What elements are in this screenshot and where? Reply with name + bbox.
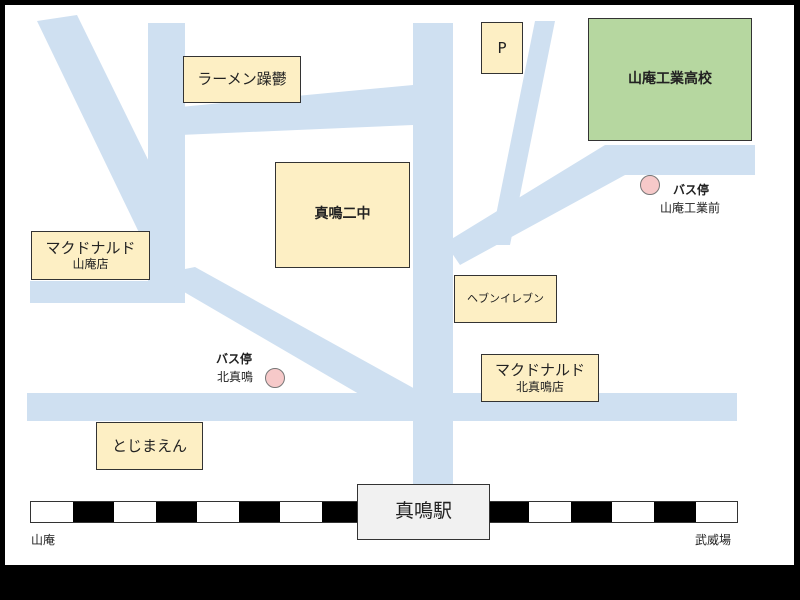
station-label: 真鳴駅 (394, 500, 452, 523)
rail-segment (72, 502, 115, 522)
school-label: 山庵工業高校 (628, 70, 712, 87)
manaki-station[interactable]: 真鳴駅 (357, 484, 490, 540)
rail-segment (529, 502, 571, 522)
rail-segment (155, 502, 198, 522)
heaven-eleven-label: ヘブンイレブン (467, 292, 544, 306)
mcdonalds-yamaan[interactable]: マクドナルド 山庵店 (31, 231, 150, 280)
parking-lot[interactable]: P (481, 22, 523, 74)
rail-segment (197, 502, 239, 522)
heaven-eleven[interactable]: ヘブンイレブン (454, 275, 557, 323)
mcd-kitamana-name: マクドナルド (494, 361, 585, 380)
rail-segment (31, 502, 73, 522)
rail-segment (612, 502, 654, 522)
rail-segment (321, 502, 364, 522)
rail-segment (280, 502, 322, 522)
map-canvas: ラーメン躁鬱 P 山庵工業高校 真鳴二中 マクドナルド 山庵店 ヘブンイレブン … (5, 5, 794, 565)
bus-stop-kitamana-marker[interactable] (265, 368, 285, 388)
road-diagonal-station (155, 267, 435, 415)
mcdonalds-kitamana[interactable]: マクドナルド 北真鳴店 (481, 354, 599, 402)
road-network (27, 15, 755, 493)
mcd-yamaan-branch: 山庵店 (72, 257, 109, 272)
rail-segment (653, 502, 696, 522)
rail-segment (570, 502, 613, 522)
road-school-branch (445, 145, 755, 265)
road-horizontal-south (27, 393, 737, 421)
rail-segment (487, 502, 530, 522)
todjimaen-label: とじまえん (111, 436, 187, 455)
manaki-junior-high[interactable]: 真鳴二中 (275, 162, 410, 268)
rail-segment (238, 502, 281, 522)
bus-stop-yamaan-heading: バス停 (673, 183, 710, 197)
ramen-shop[interactable]: ラーメン躁鬱 (183, 56, 301, 103)
road-left-vertical (148, 23, 185, 298)
ramen-shop-label: ラーメン躁鬱 (197, 70, 287, 89)
bus-stop-yamaan-name: 山庵工業前 (660, 201, 721, 215)
road-central-vertical (413, 23, 453, 493)
junior-high-label: 真鳴二中 (314, 206, 371, 223)
road-diagonal-right (490, 21, 555, 245)
parking-label: P (497, 38, 507, 57)
todjimaen[interactable]: とじまえん (96, 422, 203, 470)
rail-segment (695, 502, 738, 522)
road-ramen-branch (180, 85, 413, 135)
mcd-kitamana-branch: 北真鳴店 (515, 379, 564, 394)
mcd-yamaan-name: マクドナルド (45, 238, 136, 257)
bus-stop-yamaan-marker[interactable] (640, 175, 660, 195)
bus-stop-kitamana-name: 北真鳴 (217, 370, 254, 384)
rail-segment (114, 502, 156, 522)
rail-destination-right: 武威場 (695, 533, 732, 547)
yamaan-technical-high-school[interactable]: 山庵工業高校 (588, 18, 752, 141)
bus-stop-kitamana-heading: バス停 (216, 352, 253, 366)
rail-destination-left: 山庵 (31, 533, 56, 547)
road-horizontal-west (30, 281, 185, 303)
